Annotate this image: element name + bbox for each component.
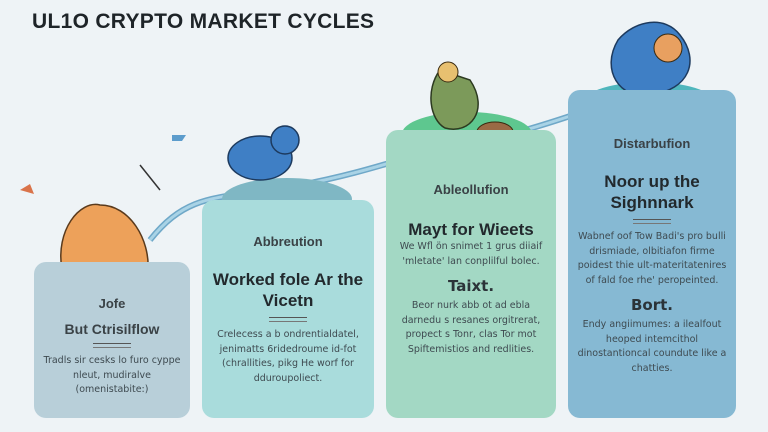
card-subheading: Taixt. xyxy=(447,277,495,295)
card-body-2: Beor nurk abb ot ad ebla darnedu s resan… xyxy=(401,300,541,355)
card-label: Abbreution xyxy=(253,234,323,249)
card-body: Crelecess a b ondrentialdatel, jenimatts… xyxy=(217,329,359,384)
card-label: Jofe xyxy=(98,296,126,311)
page-title: UL1O CRYPTO MARKET CYCLES xyxy=(32,10,375,33)
card-heading: Mayt for Wieets xyxy=(408,220,534,239)
card-subheading: Bort. xyxy=(630,296,673,314)
card-heading: Noor up the Sighnnark xyxy=(604,172,700,212)
card-label: Ableollufion xyxy=(433,182,509,197)
card-body: We Wfl ön snimet 1 grus diiaif 'mletate'… xyxy=(399,241,543,267)
cycle-card-1: Jofe But Ctrisilflow Tradls sir cesks lo… xyxy=(34,262,190,418)
card-body: Wabnef oof Tow Badi's pro bulli drismiad… xyxy=(577,231,727,286)
card-body-2: Endy angiimumes: a ilealfout heoped inte… xyxy=(577,319,727,374)
card-heading: Worked fole Ar the Vicetn xyxy=(212,270,364,310)
divider xyxy=(269,317,307,322)
cycle-card-3: Ableollufion Mayt for Wieets We Wfl ön s… xyxy=(386,130,556,418)
card-heading: But Ctrisilflow xyxy=(64,321,160,337)
divider xyxy=(633,219,671,224)
divider xyxy=(93,343,131,348)
cycle-card-4: Distarbufion Noor up the Sighnnark Wabne… xyxy=(568,90,736,418)
card-label: Distarbufion xyxy=(613,136,691,151)
card-body: Tradls sir cesks lo furo cyppe nleut, mu… xyxy=(43,355,181,395)
cycle-card-2: Abbreution Worked fole Ar the Vicetn Cre… xyxy=(202,200,374,418)
